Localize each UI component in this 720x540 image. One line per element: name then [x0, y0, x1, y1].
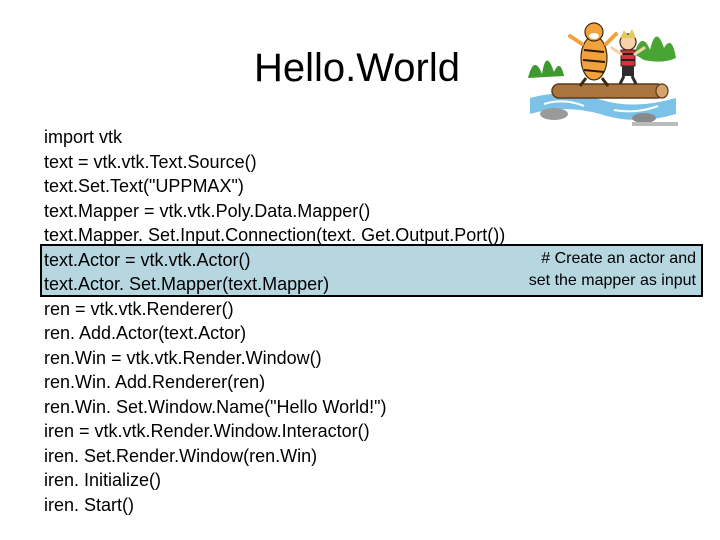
- code-line: text.Actor. Set.Mapper(text.Mapper): [44, 274, 330, 294]
- code-line: ren.Win. Add.Renderer(ren): [44, 372, 266, 392]
- code-comment: # Create an actor and set the mapper as …: [488, 248, 696, 292]
- code-line: ren.Win = vtk.vtk.Render.Window(): [44, 347, 322, 368]
- highlight-box: [40, 244, 703, 297]
- code-line: text.Set.Text("UPPMAX"): [44, 176, 244, 196]
- cartoon-illustration: [524, 14, 684, 132]
- code-line: ren = vtk.vtk.Renderer(): [44, 298, 234, 319]
- comment-line-2: set the mapper as input: [528, 272, 696, 289]
- code-line: import vtk: [44, 127, 123, 147]
- code-line: text.Mapper. Set.Input.Connection(text. …: [44, 225, 506, 245]
- code-line: text.Actor = vtk.vtk.Actor(): [44, 249, 251, 270]
- code-line: text.Mapper = vtk.vtk.Poly.Data.Mapper(): [44, 200, 371, 221]
- comment-line-1: # Create an actor and: [541, 250, 696, 267]
- slide-title: Hello.World: [254, 46, 460, 90]
- code-line: iren. Set.Render.Window(ren.Win): [44, 445, 318, 466]
- code-line: iren = vtk.vtk.Render.Window.Interactor(…: [44, 421, 370, 441]
- code-line: iren. Initialize(): [44, 470, 162, 490]
- code-line: ren. Add.Actor(text.Actor): [44, 323, 247, 343]
- code-line: ren.Win. Set.Window.Name("Hello World!"): [44, 396, 387, 417]
- code-line: iren. Start(): [44, 494, 135, 515]
- code-listing: import vtk text = vtk.vtk.Text.Source() …: [44, 125, 505, 517]
- code-line: text = vtk.vtk.Text.Source(): [44, 151, 257, 172]
